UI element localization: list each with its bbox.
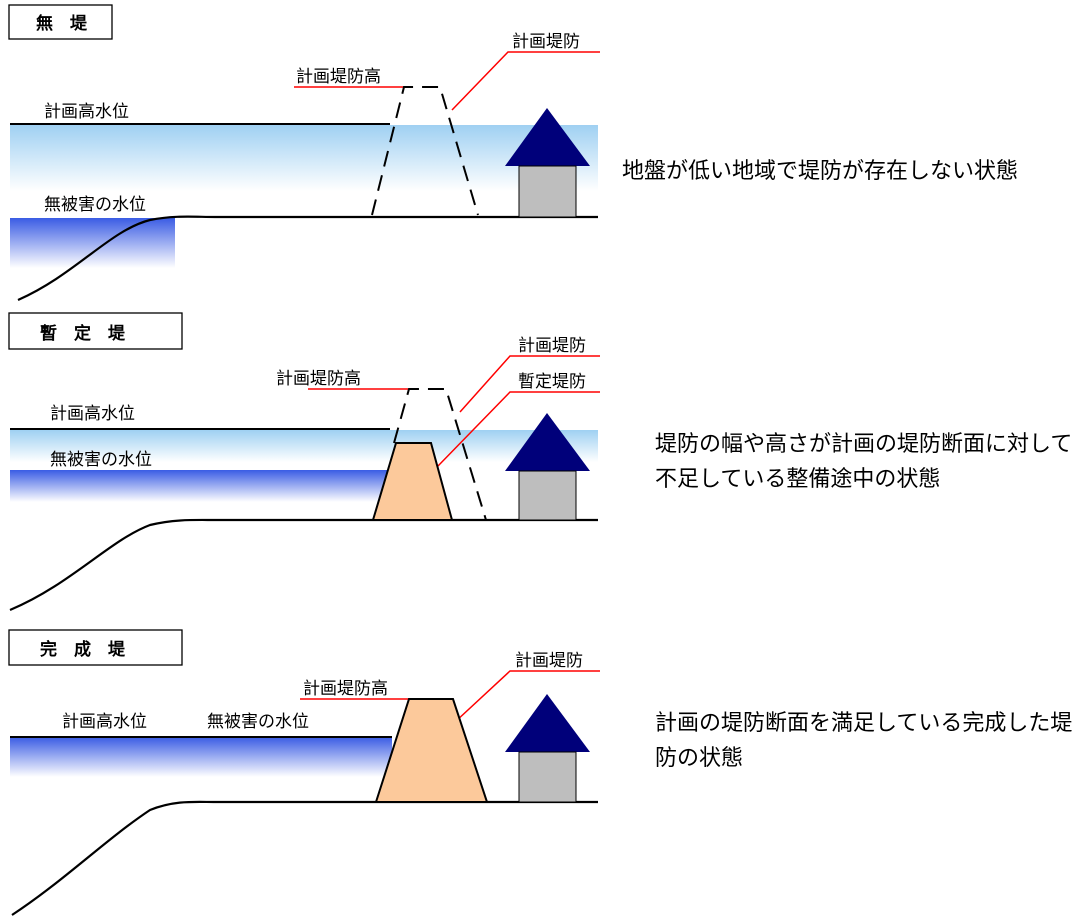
label-safe-level: 無被害の水位 bbox=[50, 450, 152, 470]
label-high-water: 計画高水位 bbox=[44, 102, 129, 122]
house-body bbox=[518, 751, 577, 803]
high-water-band bbox=[10, 430, 598, 462]
leader-planned-levee bbox=[459, 355, 600, 413]
water-band bbox=[10, 737, 392, 777]
description-provisional-levee: 堤防の幅や高さが計画の堤防断面に対して不足している整備途中の状態 bbox=[655, 432, 1073, 492]
label-high-water: 計画高水位 bbox=[62, 712, 147, 732]
label-planned-levee: 計画堤防 bbox=[512, 32, 580, 52]
panel-title-box bbox=[8, 629, 183, 666]
house-roof bbox=[505, 413, 590, 471]
label-safe-level: 無被害の水位 bbox=[207, 712, 309, 732]
leader-planned-levee bbox=[454, 670, 600, 723]
planned-levee-outline bbox=[371, 86, 479, 216]
label-levee-height: 計画堤防高 bbox=[303, 679, 388, 699]
panel-title: 無 堤 bbox=[36, 13, 88, 34]
label-planned-levee: 計画堤防 bbox=[515, 651, 583, 671]
leader-provisional-levee bbox=[437, 391, 600, 467]
completed-levee-shape bbox=[374, 698, 489, 803]
label-provisional-levee: 暫定堤防 bbox=[518, 372, 586, 392]
house-roof bbox=[505, 694, 590, 752]
panel-title-box bbox=[8, 312, 183, 350]
panel-title: 暫 定 堤 bbox=[40, 323, 126, 344]
description-no-levee: 地盤が低い地域で堤防が存在しない状態 bbox=[622, 159, 1019, 184]
safe-water-band bbox=[10, 470, 388, 502]
label-planned-levee: 計画堤防 bbox=[518, 336, 586, 356]
leader-planned-levee bbox=[451, 51, 600, 111]
panel-title-box bbox=[8, 4, 113, 40]
planned-levee-outline bbox=[393, 388, 487, 521]
high-water-band bbox=[10, 125, 598, 191]
house-roof bbox=[505, 108, 590, 166]
panel-title: 完 成 堤 bbox=[40, 639, 126, 660]
panel-provisional-levee: 暫 定 堤 計画高水位 無被害の水位 計画堤防高 計画堤防 暫定堤防 bbox=[8, 312, 600, 612]
house-body bbox=[518, 165, 577, 218]
label-safe-level: 無被害の水位 bbox=[44, 195, 146, 215]
description-completed-levee: 計画の堤防断面を満足している完成した堤防の状態 bbox=[655, 711, 1073, 771]
panel-completed-levee: 完 成 堤 計画高水位 無被害の水位 計画堤防高 計画堤防 bbox=[8, 629, 600, 916]
ground-line bbox=[9, 518, 598, 612]
ground-line bbox=[11, 800, 598, 916]
safe-water-band bbox=[10, 218, 175, 268]
label-levee-height: 計画堤防高 bbox=[296, 67, 381, 87]
provisional-levee-shape bbox=[371, 442, 454, 521]
panel-no-levee: 無 堤 計画高水位 無被害の水位 計画堤防高 計画堤防 bbox=[8, 4, 600, 302]
ground-line bbox=[17, 215, 598, 302]
label-levee-height: 計画堤防高 bbox=[276, 369, 361, 389]
label-high-water: 計画高水位 bbox=[50, 404, 135, 424]
house-body bbox=[518, 470, 577, 521]
